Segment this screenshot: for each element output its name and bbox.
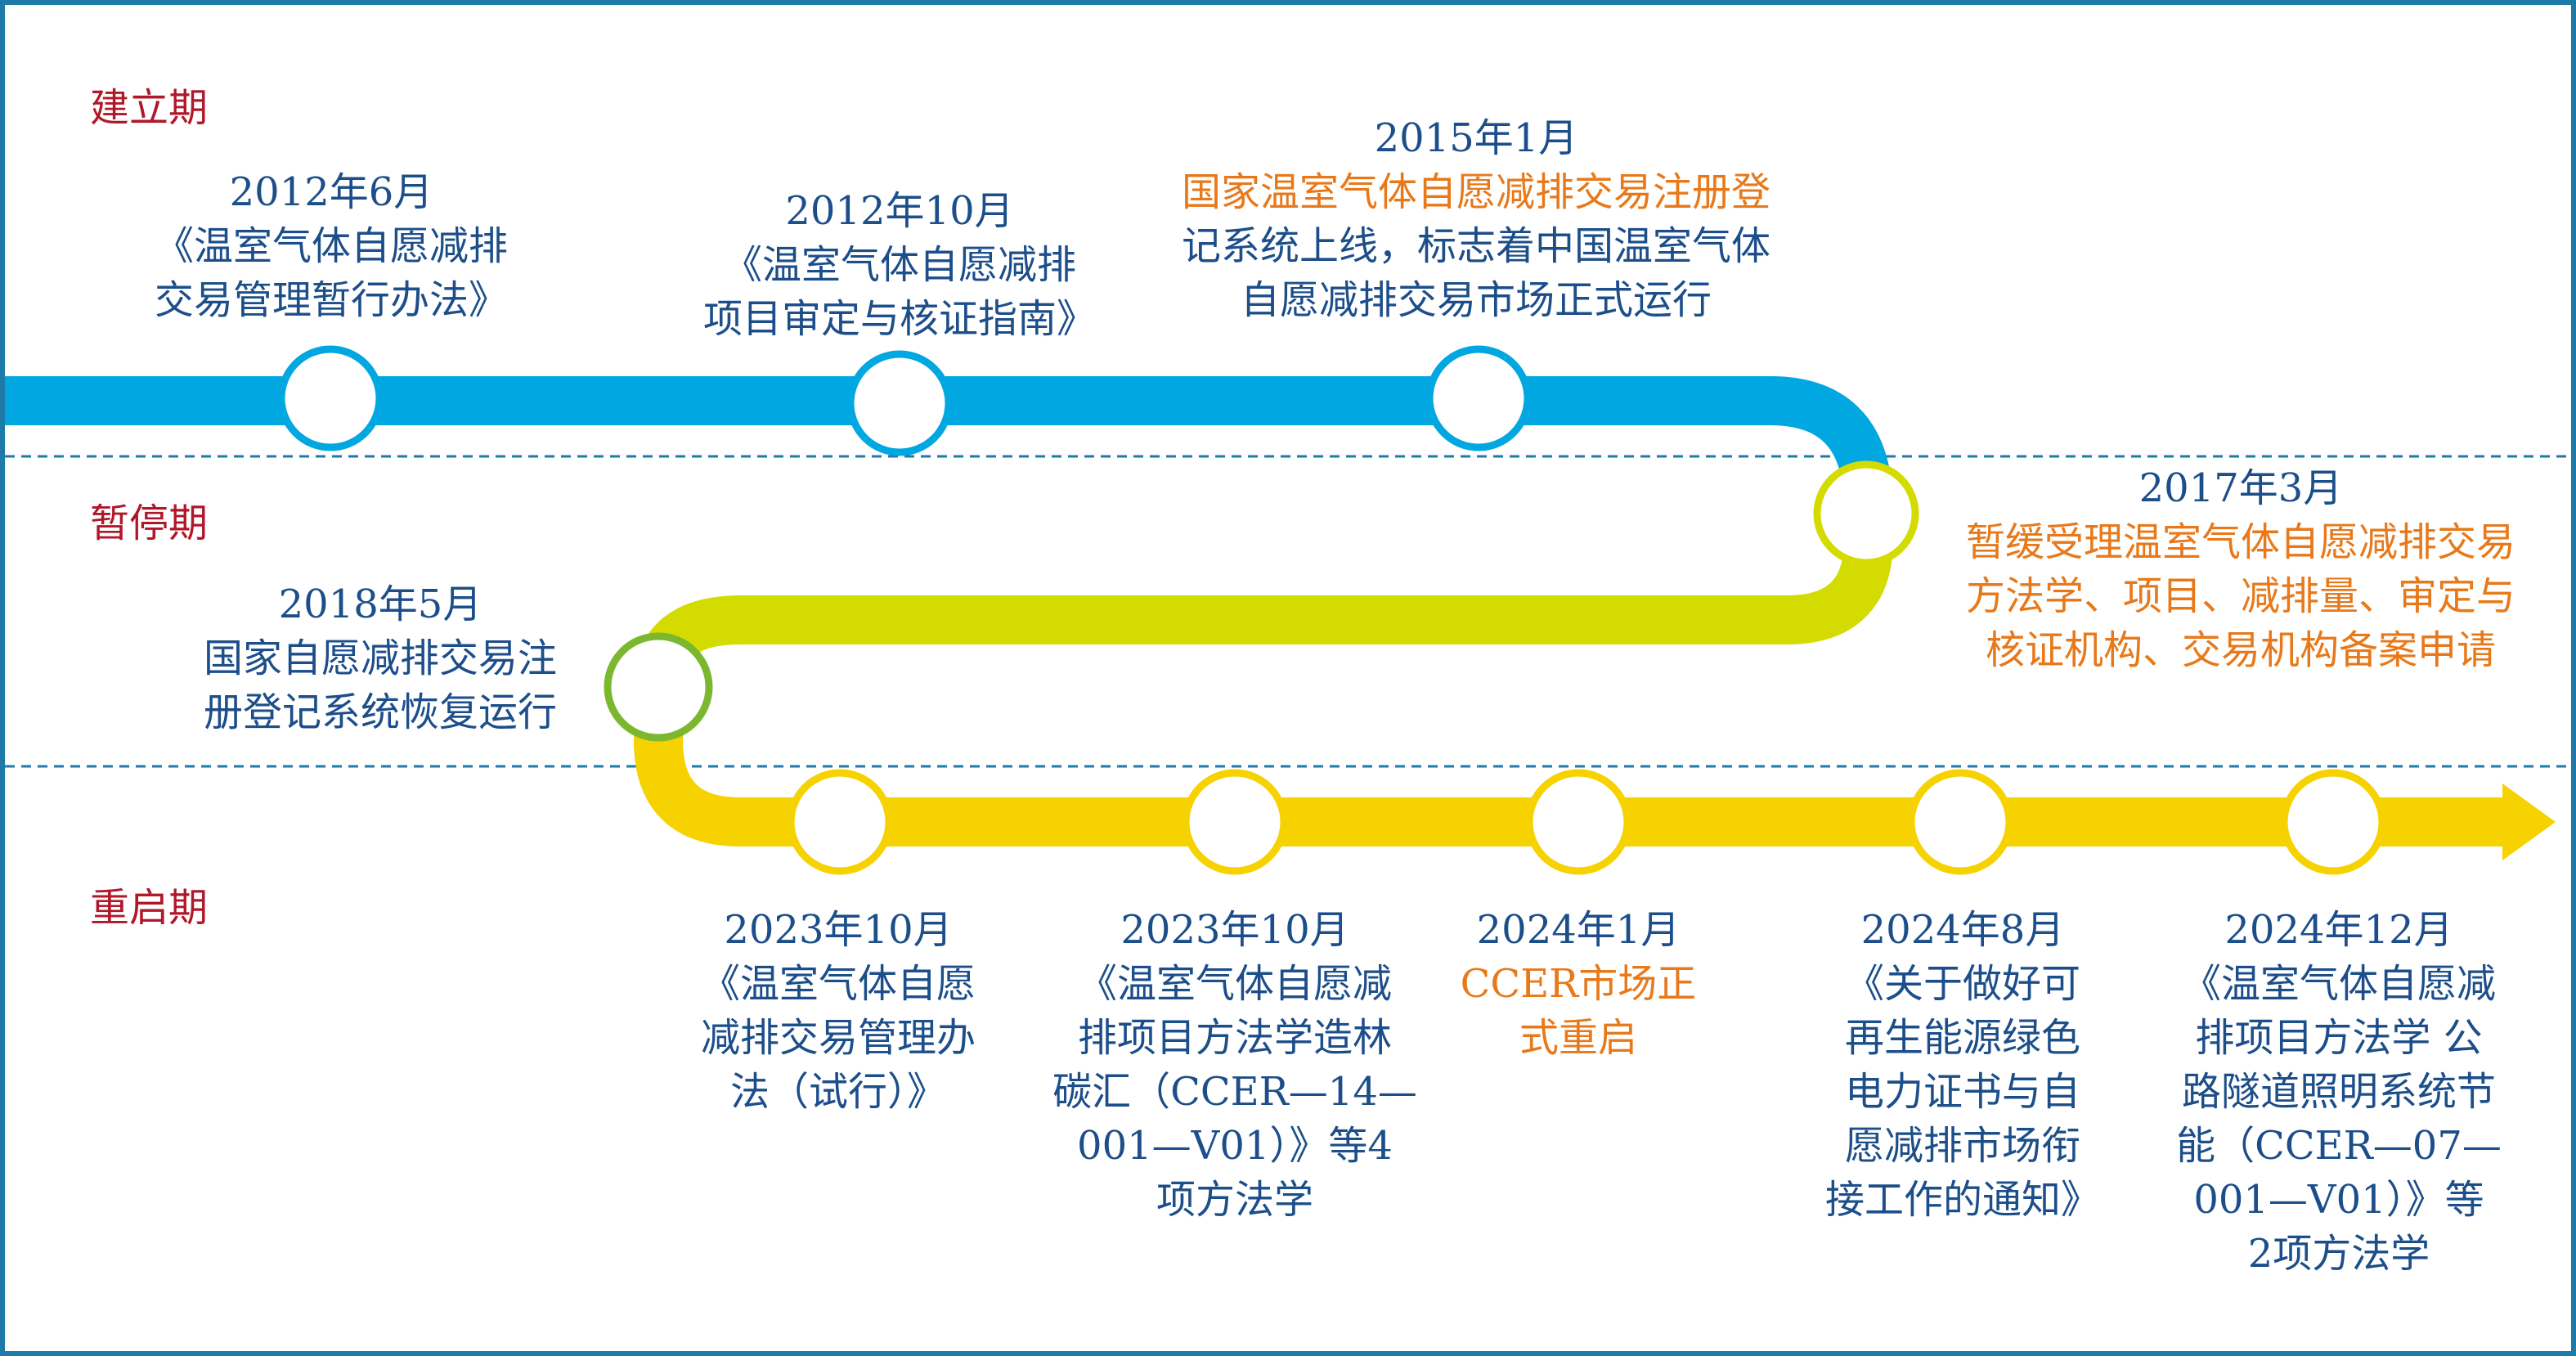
- event-text-line: 电力证书与自: [1844, 1069, 2080, 1115]
- event-text-line: 项方法学: [1156, 1177, 1313, 1223]
- node-2015-01: [1425, 345, 1532, 451]
- node-2024-12: [2280, 769, 2386, 875]
- event-2012-06: 2012年6月 《温室气体自愿减排 交易管理暂行办法》: [123, 165, 540, 327]
- node-2024-01: [1525, 769, 1631, 875]
- event-text-line: 册登记系统恢复运行: [203, 689, 557, 735]
- phase-label-pause: 暂停期: [90, 501, 209, 546]
- event-text-line: 自愿减排交易市场正式运行: [1240, 277, 1712, 323]
- event-text-line: 2项方法学: [2247, 1231, 2430, 1277]
- node-2023-10-a: [787, 769, 893, 875]
- event-2023-10-a: 2023年10月 《温室气体自愿 减排交易管理办 法（试行）》: [654, 903, 1022, 1119]
- event-text-line: 001—V01）》等4: [1077, 1123, 1393, 1169]
- event-text-line: 001—V01）》等: [2193, 1177, 2484, 1223]
- event-text-line: 减排交易管理办: [700, 1015, 976, 1061]
- event-2023-10-b: 2023年10月 《温室气体自愿减 排项目方法学造林 碳汇（CCER—14— 0…: [1030, 903, 1439, 1227]
- event-text-line: 《温室气体自愿减排: [154, 223, 508, 269]
- event-text-line: 国家自愿减排交易注: [203, 635, 557, 681]
- pause-track: [634, 509, 1893, 689]
- event-text-line: 交易管理暂行办法》: [154, 277, 508, 323]
- event-date: 2017年3月: [2138, 465, 2343, 511]
- event-text-line: 再生能源绿色: [1844, 1015, 2080, 1061]
- event-text-line: 法（试行）》: [729, 1069, 946, 1115]
- event-date: 2024年12月: [2224, 907, 2453, 953]
- event-date: 2023年10月: [724, 907, 953, 953]
- event-text-line: 《温室气体自愿减: [2181, 961, 2496, 1007]
- node-2018-05: [604, 632, 713, 742]
- node-2024-08: [1907, 769, 2013, 875]
- timeline-arrowhead: [2502, 784, 2556, 860]
- event-2018-05: 2018年5月 国家自愿减排交易注 册登记系统恢复运行: [151, 577, 609, 739]
- event-text-line: 暂缓受理温室气体自愿减排交易: [1965, 519, 2515, 565]
- event-text-line: 项目审定与核证指南》: [702, 296, 1096, 342]
- event-text-line: 能（CCER—07—: [2176, 1123, 2502, 1169]
- event-date: 2012年6月: [229, 169, 433, 215]
- event-date: 2018年5月: [278, 581, 482, 627]
- event-text-line: 《温室气体自愿减: [1077, 961, 1392, 1007]
- event-date: 2024年1月: [1476, 907, 1681, 953]
- event-text-line: 《温室气体自愿减排: [722, 242, 1076, 288]
- event-date: 2012年10月: [785, 188, 1014, 234]
- event-text-line: 《关于做好可: [1844, 961, 2080, 1007]
- event-date: 2024年8月: [1860, 907, 2065, 953]
- event-text-line: 排项目方法学造林: [1077, 1015, 1392, 1061]
- event-text-line: 式重启: [1519, 1015, 1637, 1061]
- event-text-line: 碳汇（CCER—14—: [1052, 1069, 1417, 1115]
- node-2023-10-b: [1182, 769, 1288, 875]
- event-text-line: 《温室气体自愿: [700, 961, 976, 1007]
- phase-label-establish: 建立期: [90, 85, 209, 131]
- event-date: 2015年1月: [1374, 115, 1578, 161]
- node-2017-03: [1813, 460, 1919, 567]
- node-2012-10: [846, 350, 953, 456]
- event-2017-03: 2017年3月 暂缓受理温室气体自愿减排交易 方法学、项目、减排量、审定与 核证…: [1914, 461, 2568, 677]
- event-text-line: 核证机构、交易机构备案申请: [1985, 627, 2496, 673]
- event-text-line: 接工作的通知》: [1824, 1177, 2100, 1223]
- event-2024-12: 2024年12月 《温室气体自愿减 排项目方法学 公 路隧道照明系统节 能（CC…: [2143, 903, 2535, 1281]
- event-date: 2023年10月: [1120, 907, 1349, 953]
- event-text-line: 方法学、项目、减排量、审定与: [1965, 573, 2515, 619]
- event-text-line: 排项目方法学 公: [2195, 1015, 2483, 1061]
- phase-label-restart: 重启期: [90, 885, 209, 931]
- event-2012-10: 2012年10月 《温室气体自愿减排 项目审定与核证指南》: [666, 184, 1133, 346]
- node-2012-06: [277, 345, 384, 451]
- event-2015-01: 2015年1月 国家温室气体自愿减排交易注册登 记系统上线，标志着中国温室气体 …: [1129, 111, 1824, 327]
- event-text-line: 愿减排市场衔: [1844, 1123, 2080, 1169]
- event-2024-08: 2024年8月 《关于做好可 再生能源绿色 电力证书与自 愿减排市场衔 接工作的…: [1766, 903, 2159, 1227]
- event-2024-01: 2024年1月 CCER市场正 式重启: [1423, 903, 1734, 1065]
- event-text-line: 国家温室气体自愿减排交易注册登: [1181, 169, 1770, 215]
- event-text-line: 记系统上线，标志着中国温室气体: [1181, 223, 1770, 269]
- event-text-line: 路隧道照明系统节: [2181, 1069, 2496, 1115]
- event-text-line: CCER市场正: [1460, 961, 1697, 1007]
- restart-track: [634, 687, 2511, 846]
